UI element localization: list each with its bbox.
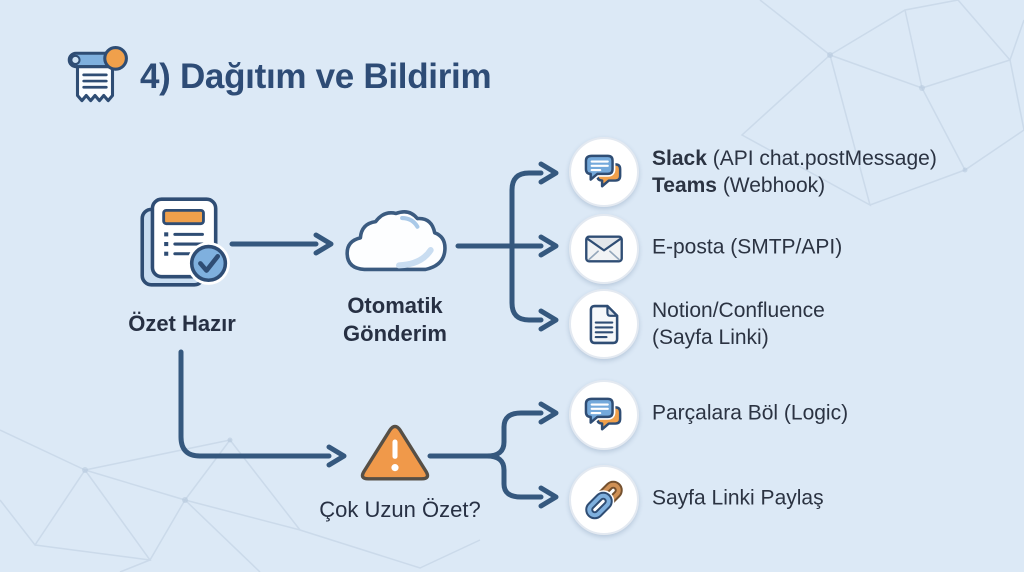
- hub-node-label: Otomatik Gönderim: [295, 292, 495, 348]
- cloud-icon: [345, 210, 447, 272]
- teams-bold: Teams: [652, 174, 717, 197]
- share-link-text: Sayfa Linki Paylaş: [652, 486, 824, 510]
- chat-bubbles-icon: [583, 396, 622, 431]
- receipt-icon: [67, 46, 128, 103]
- slack-detail: (API chat.postMessage): [706, 147, 937, 170]
- notion-line1: Notion/Confluence: [652, 299, 825, 322]
- hub-label-line1: Otomatik: [347, 293, 443, 318]
- envelope-icon: [585, 235, 623, 263]
- notion-badge: [569, 289, 639, 359]
- arrow-source-to-decision: [178, 349, 347, 468]
- arrow-hub-to-slack: [509, 161, 559, 249]
- email-label: E-posta (SMTP/API): [652, 234, 842, 261]
- split-label: Parçalara Böl (Logic): [652, 400, 848, 427]
- slack-teams-label: Slack (API chat.postMessage) Teams (Webh…: [652, 145, 937, 199]
- slack-teams-badge: [569, 137, 639, 207]
- arrow-hub-to-email: [455, 234, 559, 258]
- split-badge: [569, 380, 639, 450]
- share-link-badge: [569, 465, 639, 535]
- source-node-label: Özet Hazır: [128, 311, 236, 336]
- page-title: 4) Dağıtım ve Bildirim: [140, 57, 492, 96]
- hub-label-line2: Gönderim: [343, 321, 447, 346]
- email-text: E-posta (SMTP/API): [652, 235, 843, 259]
- arrow-source-to-hub: [229, 232, 334, 256]
- chain-link-icon: [584, 480, 623, 520]
- share-link-label: Sayfa Linki Paylaş: [652, 485, 824, 512]
- document-icon: [589, 304, 618, 344]
- summary-document-icon: [140, 197, 230, 287]
- arrow-decision-to-split: [427, 401, 559, 459]
- chat-bubbles-icon: [583, 153, 622, 188]
- warning-triangle-icon: [360, 424, 430, 481]
- arrow-decision-to-link: [484, 453, 559, 509]
- notion-label: Notion/Confluence (Sayfa Linki): [652, 297, 825, 351]
- split-text: Parçalara Böl (Logic): [652, 401, 849, 425]
- email-badge: [569, 214, 639, 284]
- teams-detail: (Webhook): [716, 174, 826, 197]
- arrow-hub-to-notion: [509, 243, 559, 332]
- notion-line2: (Sayfa Linki): [652, 326, 769, 349]
- slack-bold: Slack: [652, 147, 707, 170]
- decision-node-label: Çok Uzun Özet?: [319, 497, 481, 522]
